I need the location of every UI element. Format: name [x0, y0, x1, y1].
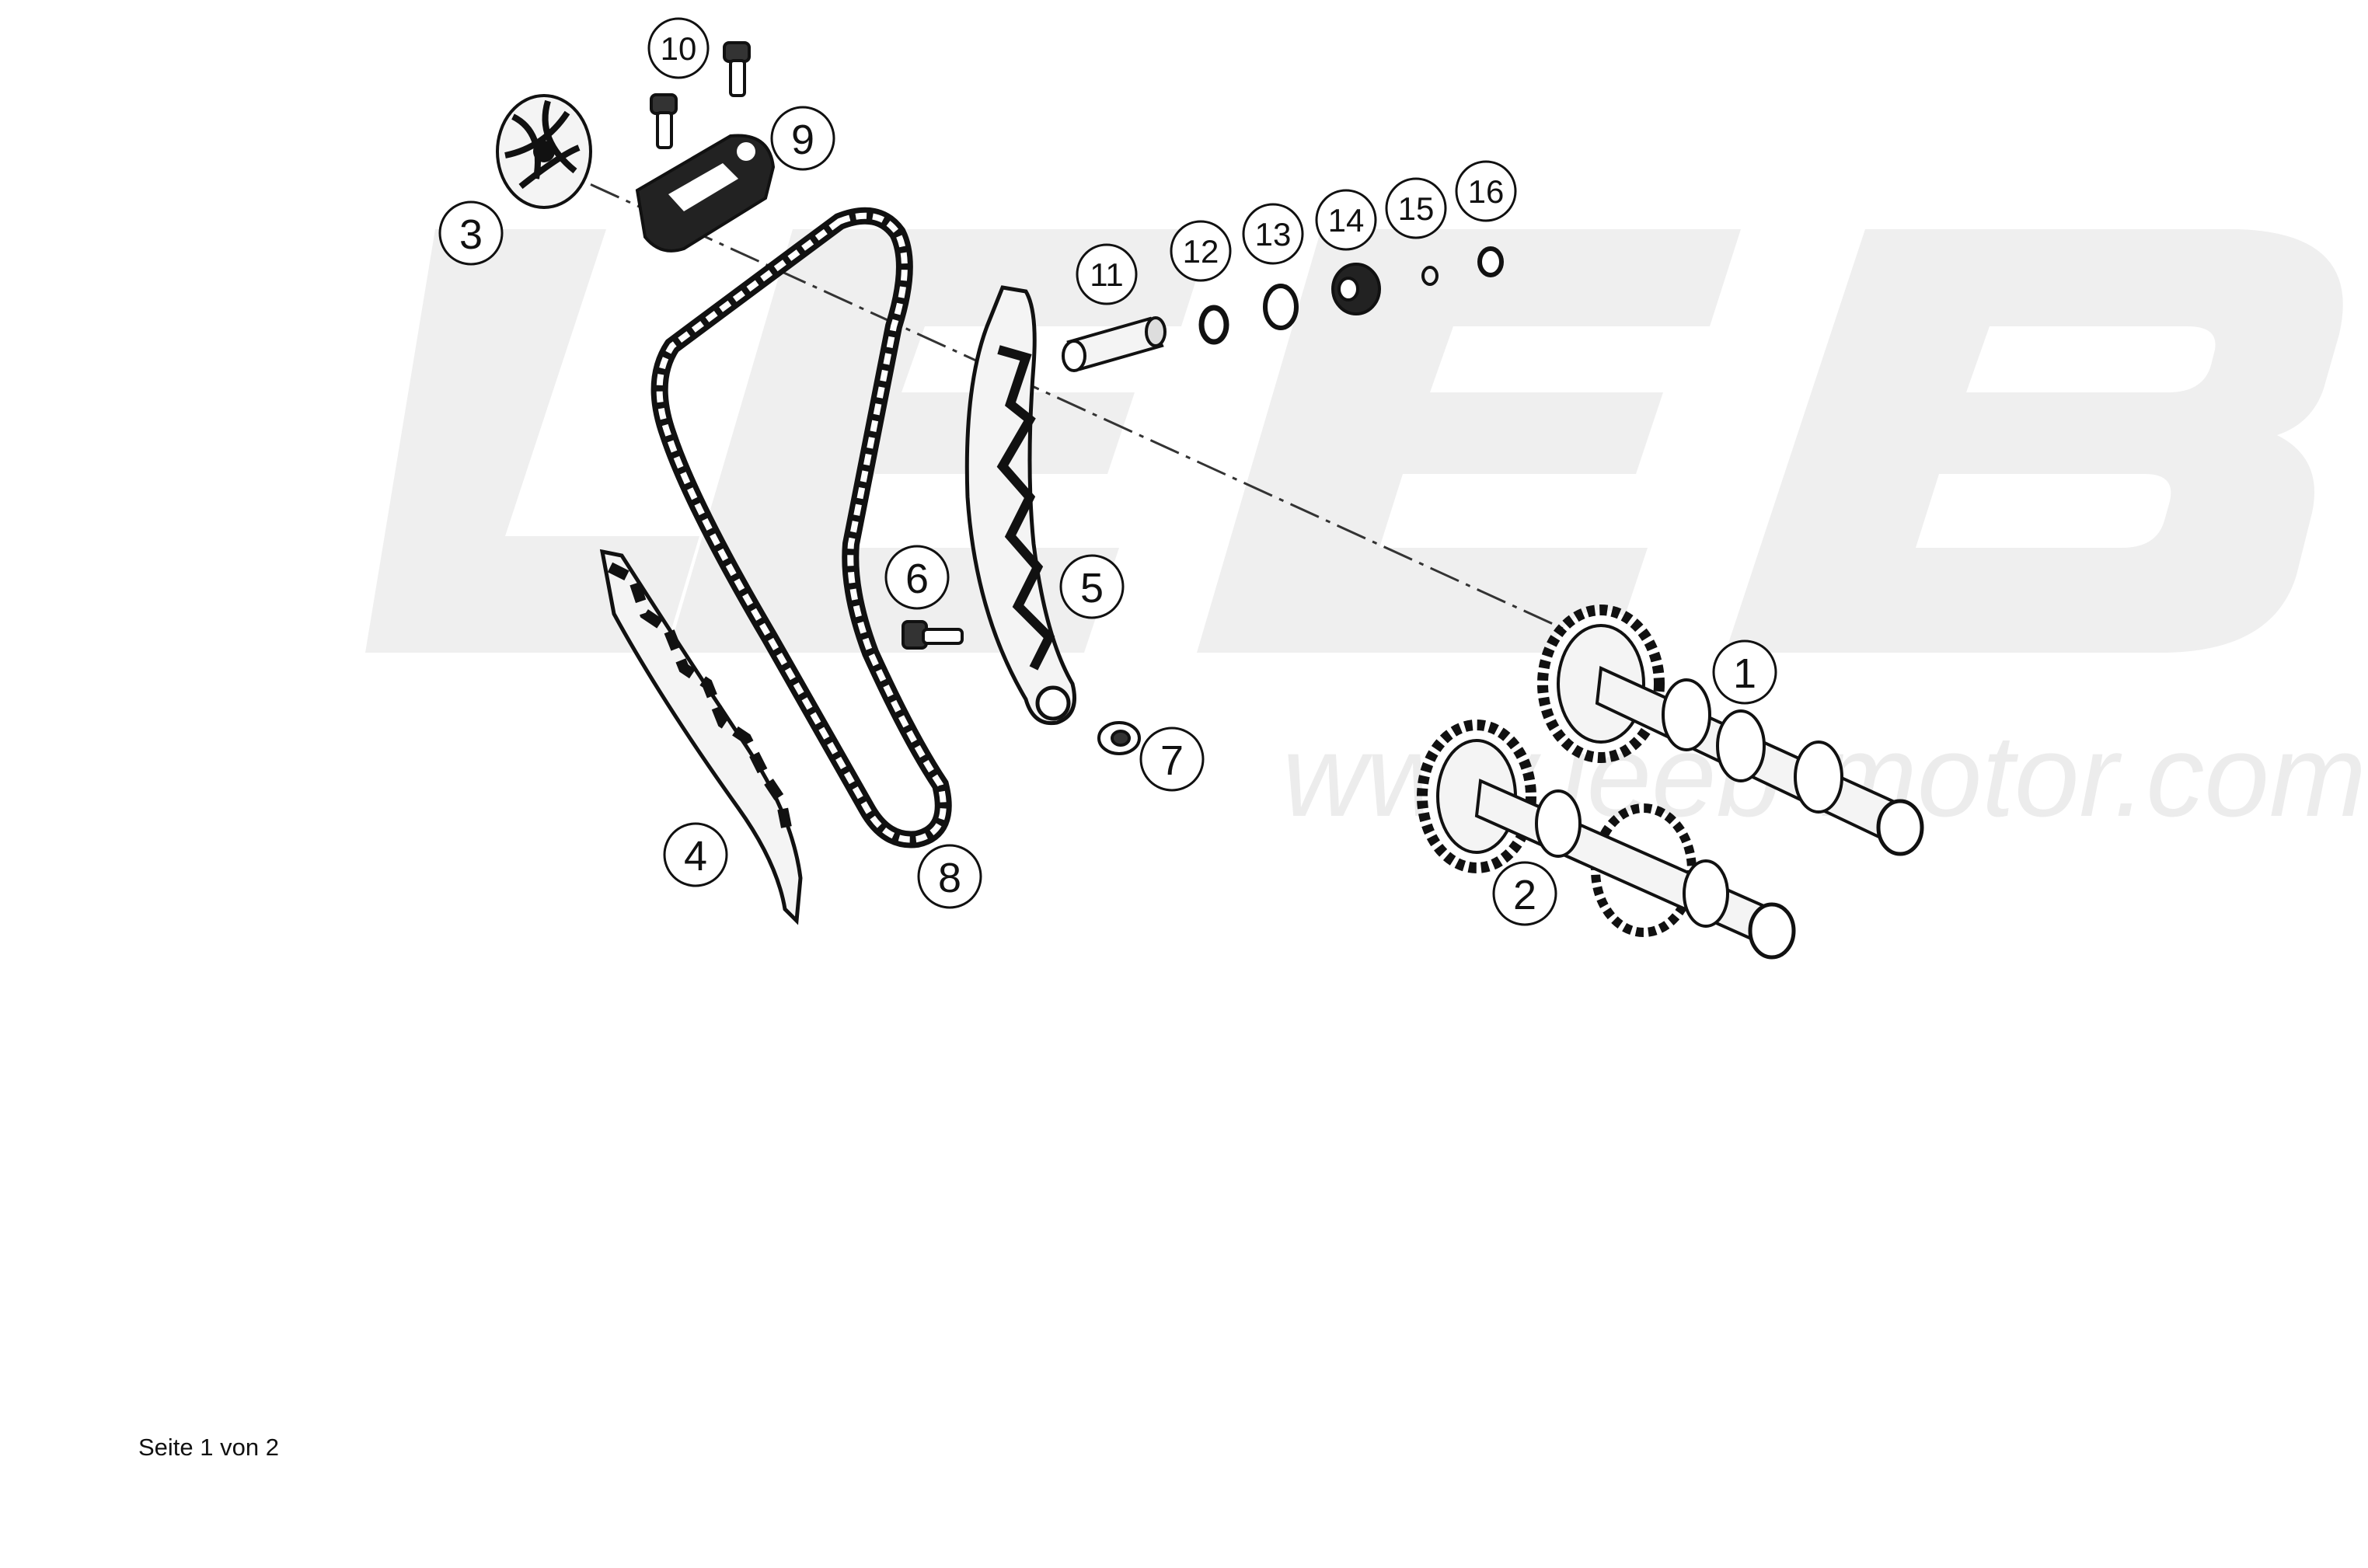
- svg-text:11: 11: [1090, 256, 1124, 293]
- part-1-camshaft: [1537, 605, 1924, 856]
- assembly-axis-line: [543, 162, 1625, 658]
- part-7-washer: [1097, 721, 1141, 755]
- callout-11: 11: [1076, 243, 1138, 305]
- svg-text:4: 4: [684, 833, 707, 880]
- svg-text:5: 5: [1080, 565, 1104, 612]
- svg-text:13: 13: [1255, 216, 1292, 253]
- part-6-bolt: [902, 620, 964, 650]
- svg-text:10: 10: [661, 30, 697, 67]
- callout-2: 2: [1492, 861, 1557, 926]
- part-15-small-ring: [1421, 266, 1439, 286]
- callout-3: 3: [438, 200, 504, 266]
- part-14-fitting: [1331, 263, 1381, 315]
- svg-text:12: 12: [1183, 233, 1219, 270]
- svg-text:16: 16: [1468, 173, 1505, 210]
- svg-text:8: 8: [938, 855, 961, 901]
- callout-14: 14: [1315, 189, 1377, 251]
- part-9-guide-block: [635, 134, 776, 253]
- part-2-camshaft: [1417, 720, 1796, 960]
- part-5-tensioner-rail: [964, 285, 1076, 726]
- page-number: Seite 1 von 2: [138, 1434, 279, 1461]
- callout-15: 15: [1385, 177, 1447, 239]
- svg-text:14: 14: [1328, 202, 1365, 239]
- svg-text:2: 2: [1513, 872, 1536, 918]
- callout-4: 4: [663, 822, 728, 887]
- part-16-seal: [1477, 246, 1504, 277]
- svg-text:7: 7: [1160, 737, 1184, 784]
- callout-16: 16: [1455, 160, 1517, 222]
- callout-7: 7: [1139, 727, 1205, 792]
- part-10-bolts: [650, 41, 751, 149]
- callout-10: 10: [647, 17, 710, 79]
- watermark-logo: [365, 229, 2343, 653]
- callout-9: 9: [770, 106, 835, 171]
- part-3-sprocket: [496, 94, 592, 209]
- callout-12: 12: [1170, 220, 1232, 282]
- part-4-chain-rail: [599, 549, 803, 925]
- callout-5: 5: [1059, 554, 1125, 619]
- svg-text:3: 3: [459, 211, 483, 258]
- callout-6: 6: [884, 545, 950, 610]
- part-11-sleeve: [1062, 316, 1167, 372]
- callout-1: 1: [1712, 639, 1777, 705]
- callout-8: 8: [917, 844, 982, 909]
- part-8-timing-chain: [650, 207, 952, 848]
- svg-text:15: 15: [1398, 190, 1435, 227]
- svg-text:6: 6: [905, 556, 929, 602]
- svg-text:9: 9: [791, 117, 814, 163]
- callout-13: 13: [1242, 203, 1304, 265]
- part-12-ring: [1198, 305, 1229, 345]
- svg-text:1: 1: [1733, 650, 1756, 697]
- part-13-ring: [1263, 284, 1299, 330]
